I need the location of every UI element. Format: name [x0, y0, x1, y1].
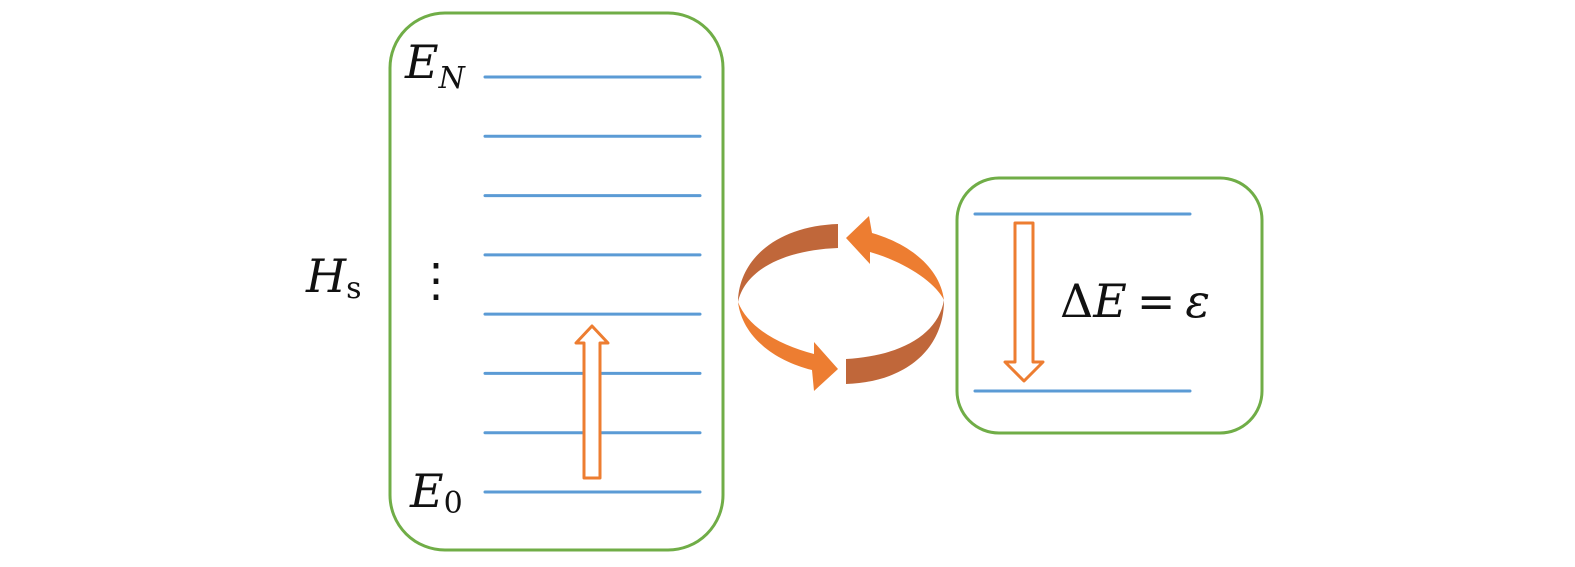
bath-box [955, 176, 1264, 435]
bottom-level-subscript: 0 [444, 486, 463, 521]
hamiltonian-subscript: s [346, 271, 361, 306]
bath-panel: ΔE=ε [955, 176, 1264, 435]
system-box [388, 11, 725, 552]
hamiltonian-symbol: H [305, 249, 347, 303]
top-level-symbol: E [404, 35, 439, 89]
bath-energy-levels [973, 212, 1192, 393]
system-ellipsis: ⋮ [413, 253, 459, 307]
bath-energy-gap-equation: ΔE=ε [1060, 274, 1210, 328]
system-panel: EN E0 ⋮ [388, 11, 725, 552]
bottom-level-symbol: E [409, 464, 444, 518]
equation-delta: Δ [1060, 274, 1093, 328]
equation-equals: = [1137, 274, 1176, 328]
system-bottom-level-label: E0 [409, 464, 463, 521]
hollow-down-arrow-icon [1003, 221, 1045, 383]
exchange-band-lower-right [846, 300, 944, 384]
exchange-band-upper-left [738, 224, 838, 302]
system-energy-levels [483, 75, 702, 494]
exchange-arrow-lower-left [738, 302, 838, 391]
circular-exchange-arrows-icon [738, 216, 944, 391]
top-level-subscript: N [438, 61, 467, 96]
equation-energy: E [1092, 274, 1127, 328]
exchange-arrow-upper-right [846, 216, 944, 300]
system-top-level-label: EN [404, 35, 467, 96]
system-hamiltonian-label: Hs [305, 249, 362, 306]
hollow-up-arrow-icon [574, 324, 610, 480]
equation-epsilon: ε [1185, 274, 1210, 328]
